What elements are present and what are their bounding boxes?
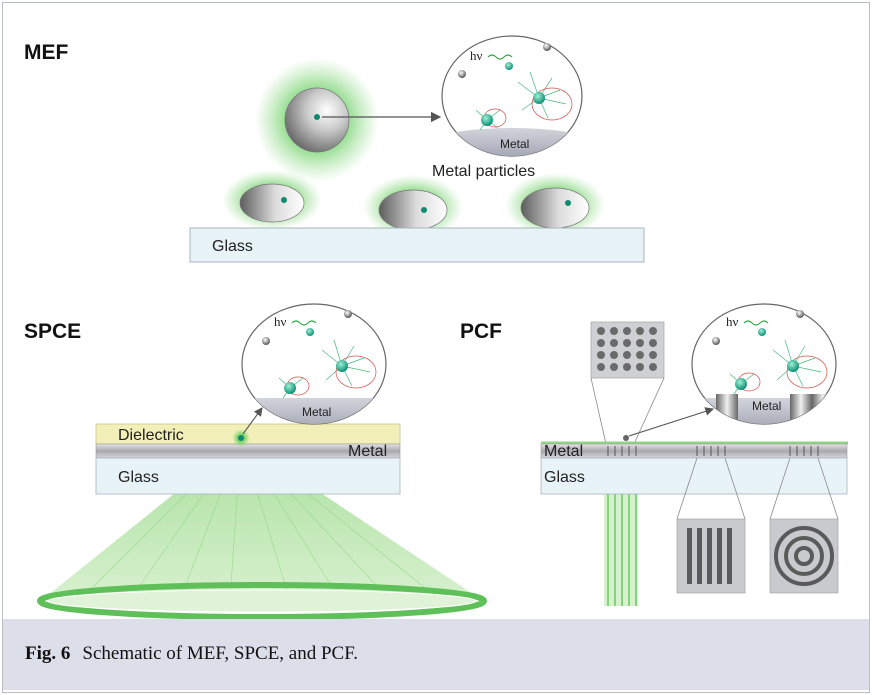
mef-glass-label: Glass bbox=[212, 238, 253, 255]
mef-title: MEF bbox=[24, 41, 69, 64]
pcf-metal-label: Metal bbox=[544, 443, 583, 460]
spce-inset-hv-label: hν bbox=[274, 314, 287, 329]
spce-emission-cone bbox=[37, 439, 487, 620]
pcf-glass-label: Glass bbox=[544, 469, 585, 486]
figure-caption: Fig. 6 Schematic of MEF, SPCE, and PCF. bbox=[3, 619, 869, 690]
pcf-concentric-grating bbox=[769, 457, 839, 594]
spce-metal-label: Metal bbox=[348, 443, 387, 460]
mef-particles-label: Metal particles bbox=[432, 163, 535, 180]
mef-inset-metal-label: Metal bbox=[500, 137, 529, 151]
pcf-emitter bbox=[623, 435, 629, 441]
spce-inset-bubble: Metal hν bbox=[241, 303, 387, 425]
caption-description: Schematic of MEF, SPCE, and PCF. bbox=[82, 643, 359, 664]
pcf-glass-layer bbox=[540, 457, 848, 495]
pcf-inset-metal-label: Metal bbox=[752, 399, 781, 413]
spce-emitter bbox=[238, 435, 244, 441]
metal-particle-1 bbox=[222, 170, 322, 230]
pcf-title: PCF bbox=[460, 320, 502, 343]
spce-glass-label: Glass bbox=[118, 469, 159, 486]
pcf-dot-array-grating bbox=[590, 321, 665, 445]
pcf-inset-hv-label: hν bbox=[726, 314, 739, 329]
pcf-linear-grating bbox=[676, 457, 746, 594]
spce-panel: SPCE Dielectric Metal Glass bbox=[24, 303, 487, 620]
pcf-zoom-arrow bbox=[628, 407, 715, 437]
schematic-diagram: MEF Metal hν bbox=[24, 35, 848, 620]
caption-label: Fig. 6 bbox=[25, 643, 71, 664]
mef-inset-bubble: Metal hν bbox=[441, 35, 583, 157]
mef-panel: MEF Metal hν bbox=[24, 35, 645, 263]
spce-zoom-arrow bbox=[242, 407, 263, 435]
spce-glass-layer bbox=[95, 457, 401, 495]
spce-inset-metal-label: Metal bbox=[302, 405, 331, 419]
spce-title: SPCE bbox=[24, 320, 81, 343]
pcf-panel: PCF Metal Glass bbox=[460, 303, 848, 606]
mef-glass-slide bbox=[189, 227, 645, 263]
mef-inset-hv-label: hν bbox=[470, 48, 483, 63]
metal-particle-3 bbox=[505, 173, 605, 237]
caption-text-row: Fig. 6 Schematic of MEF, SPCE, and PCF. bbox=[25, 643, 358, 665]
spce-dielectric-label: Dielectric bbox=[118, 427, 184, 444]
pcf-grating-grooves bbox=[607, 446, 819, 456]
large-metal-particle bbox=[255, 58, 379, 182]
metal-particle-2 bbox=[363, 175, 463, 239]
pcf-metal-layer bbox=[540, 443, 848, 459]
